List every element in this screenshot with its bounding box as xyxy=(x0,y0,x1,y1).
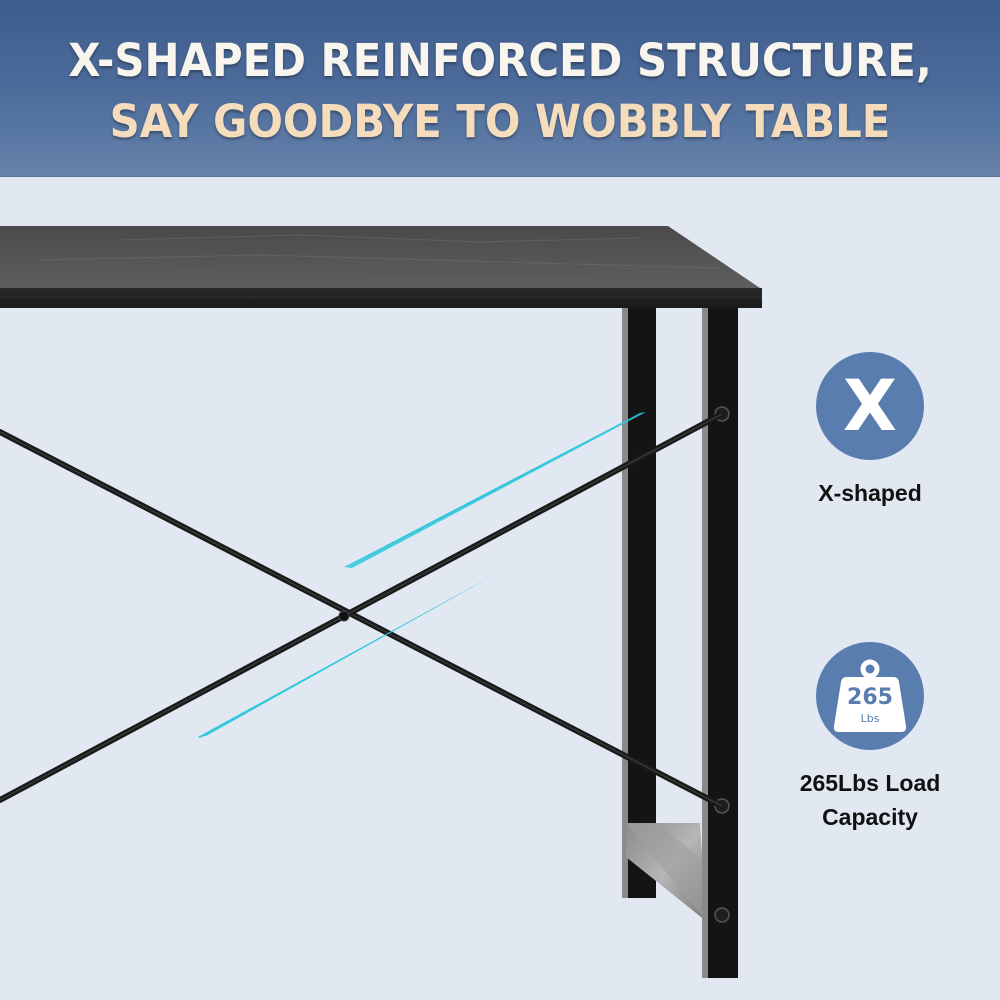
load-capacity-badge: 265 Lbs xyxy=(816,642,924,750)
weight-unit: Lbs xyxy=(861,712,880,725)
feature-label-load-capacity: 265Lbs Load Capacity xyxy=(770,766,970,834)
lower-crossbar xyxy=(626,823,706,921)
feature-load-capacity: 265 Lbs 265Lbs Load Capacity xyxy=(770,642,970,834)
x-brace xyxy=(0,411,725,809)
headline-line-1: X-SHAPED REINFORCED STRUCTURE, xyxy=(68,34,932,87)
headline-line-2: SAY GOODBYE TO WOBBLY TABLE xyxy=(109,95,891,148)
x-letter-icon: X xyxy=(843,365,897,447)
feature-x-shaped: X X-shaped xyxy=(770,352,970,510)
front-leg xyxy=(702,308,738,978)
tabletop xyxy=(0,226,762,308)
weight-value: 265 xyxy=(847,685,893,710)
x-shaped-badge: X xyxy=(816,352,924,460)
load-capacity-line-1: 265Lbs Load xyxy=(799,770,941,796)
motion-streaks xyxy=(198,412,646,738)
weight-icon: 265 Lbs xyxy=(833,659,907,732)
feature-label-x-shaped: X-shaped xyxy=(818,480,922,506)
load-capacity-line-2: Capacity xyxy=(822,804,918,830)
header-banner: X-SHAPED REINFORCED STRUCTURE, SAY GOODB… xyxy=(0,0,1000,177)
rear-leg xyxy=(622,308,656,898)
